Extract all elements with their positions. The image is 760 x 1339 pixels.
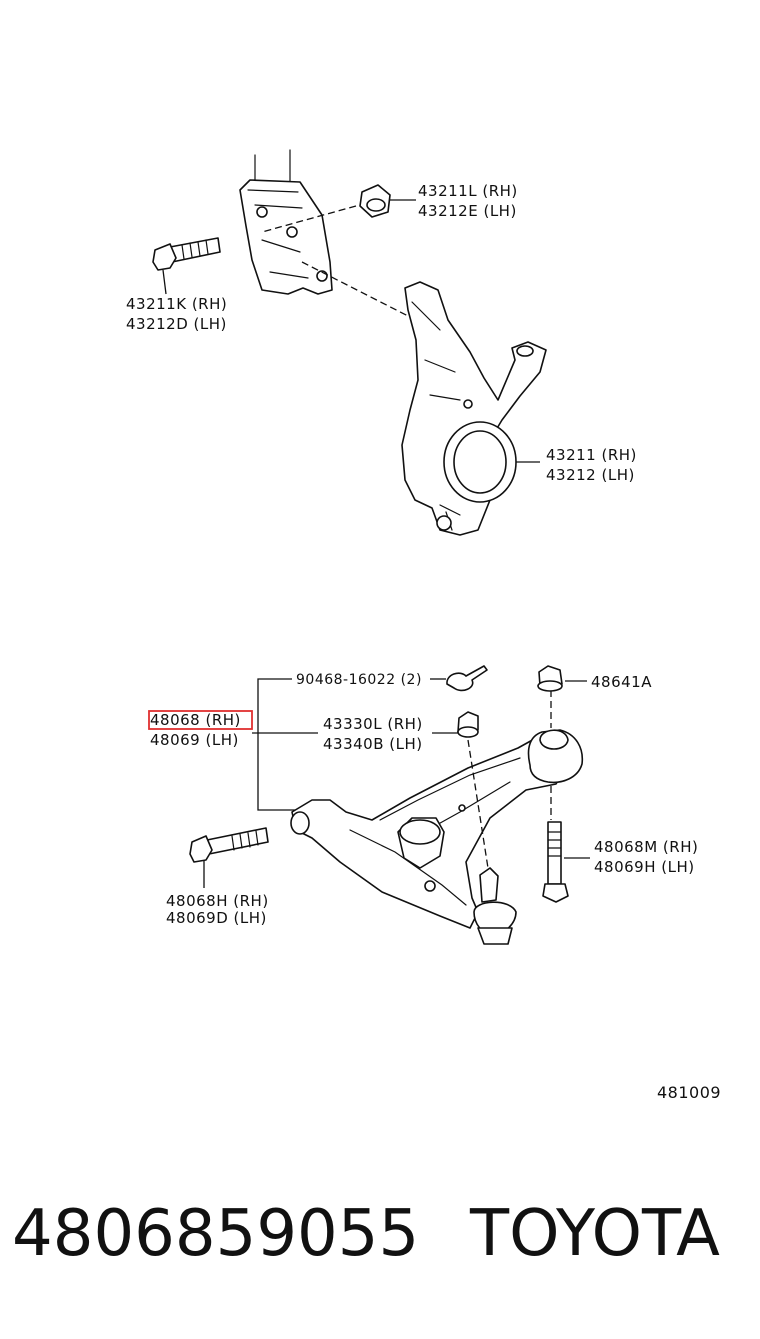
ball-joint-icon	[467, 739, 517, 945]
rear-bushing-icon	[527, 690, 584, 820]
rear-bolt-icon	[542, 821, 569, 903]
label-arm-nut: 48641A	[591, 673, 652, 691]
label-strut-bolt-rh: 43211K (RH)	[126, 295, 227, 313]
label-cotter-pin: 90468-16022 (2)	[296, 672, 422, 688]
label-strut-nut-lh: 43212E (LH)	[418, 202, 517, 220]
label-front-bolt-rh: 48068H (RH)	[166, 892, 269, 910]
label-lower-arm-rh: 48068 (RH)	[150, 711, 241, 729]
label-knuckle-rh: 43211 (RH)	[546, 446, 637, 464]
lower-control-arm	[290, 737, 567, 929]
strut-nut-icon	[359, 184, 416, 218]
steering-knuckle	[401, 281, 547, 536]
label-front-bolt-lh: 48069D (LH)	[166, 909, 267, 927]
footer-brand: TOYOTA	[469, 1197, 720, 1271]
arm-nut-icon	[537, 665, 563, 692]
label-lower-arm-lh: 48069 (LH)	[150, 731, 239, 749]
diagram-reference-number: 481009	[657, 1083, 721, 1102]
selected-part-highlight	[148, 710, 253, 730]
label-knuckle-lh: 43212 (LH)	[546, 466, 635, 484]
strut-bolt-icon	[152, 237, 221, 295]
label-strut-nut-rh: 43211L (RH)	[418, 182, 518, 200]
label-strut-bolt-lh: 43212D (LH)	[126, 315, 227, 333]
strut-bracket	[239, 149, 333, 295]
label-ball-joint-rh: 43330L (RH)	[323, 715, 423, 733]
label-rear-bolt-rh: 48068M (RH)	[594, 838, 698, 856]
label-ball-joint-lh: 43340B (LH)	[323, 735, 423, 753]
front-bolt-icon	[189, 827, 269, 863]
label-rear-bolt-lh: 48069H (LH)	[594, 858, 695, 876]
ball-joint-nut-icon	[457, 711, 479, 738]
bracket-lines	[203, 678, 590, 888]
cotter-pin-icon	[446, 665, 488, 692]
footer-part-number: 4806859055	[12, 1197, 419, 1271]
